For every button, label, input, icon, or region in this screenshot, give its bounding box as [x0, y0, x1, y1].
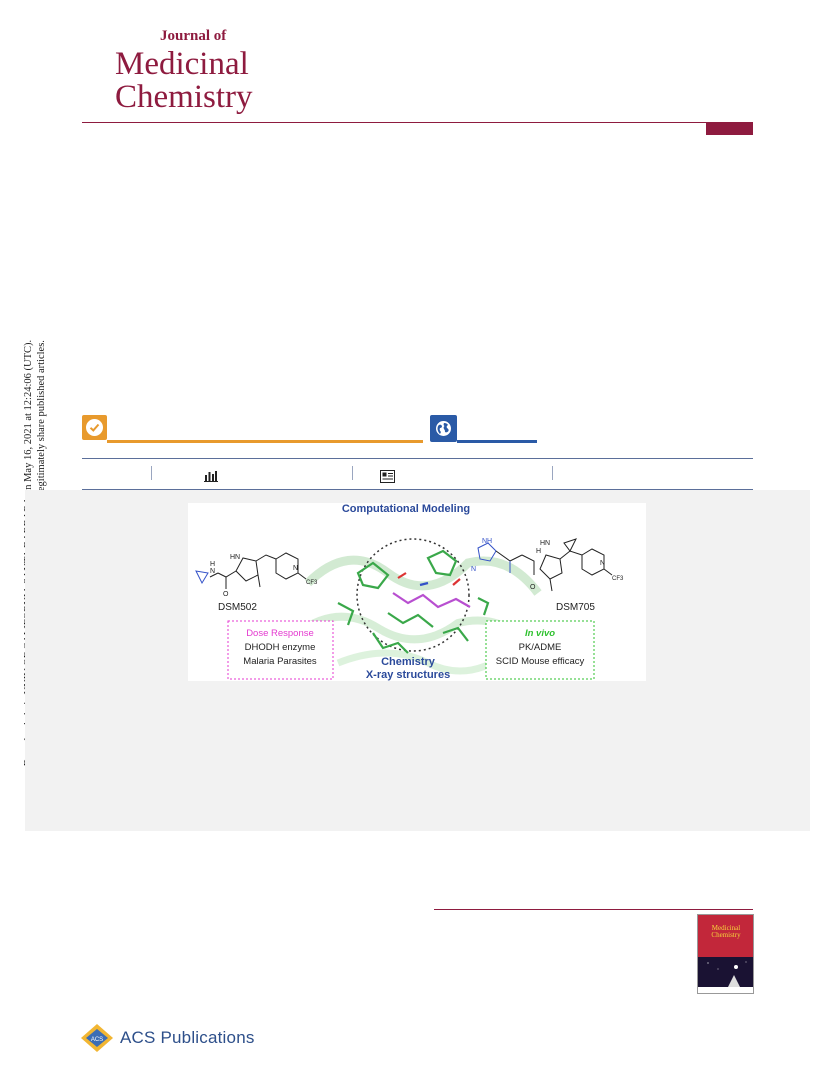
acs-publications-name: ACS Publications	[120, 1028, 255, 1047]
center-label-chemistry: Chemistry	[381, 656, 436, 668]
left-molecule	[195, 552, 307, 589]
n-pyr-left-label: N	[293, 565, 298, 572]
journal-cover-thumbnail[interactable]: Medicinal Chemistry	[697, 914, 754, 994]
toc-graphic: Computational Modeling HN H N O N CF3 DS…	[188, 503, 646, 681]
in-vivo-heading: In vivo	[525, 628, 555, 639]
hn-right-label: HN	[540, 540, 550, 547]
in-vivo-line2: SCID Mouse efficacy	[496, 656, 585, 667]
access-badge-underline	[107, 440, 423, 443]
right-compound-label: DSM705	[556, 602, 595, 613]
metrics-separator	[352, 466, 353, 480]
cover-footer	[698, 987, 753, 993]
footer-rule	[434, 909, 753, 910]
dose-response-line2: Malaria Parasites	[243, 656, 317, 667]
access-badge-check[interactable]	[82, 415, 107, 440]
header-rule	[82, 122, 753, 123]
ligand-sticks	[337, 549, 490, 654]
o-left-label: O	[223, 591, 229, 598]
cover-image	[698, 957, 753, 987]
journal-logo-line1: Journal of	[160, 28, 227, 44]
article-icon[interactable]	[380, 470, 395, 483]
metrics-separator	[151, 466, 152, 480]
header-corner-tab	[706, 123, 753, 135]
cover-title-line1: Medicinal	[711, 924, 741, 932]
acs-publications-logo[interactable]: ACS ACS Publications	[80, 1022, 255, 1054]
metrics-bar-top-rule	[82, 458, 753, 459]
bar-chart-icon[interactable]	[204, 470, 218, 482]
dose-response-heading: Dose Response	[246, 628, 314, 639]
left-compound-label: DSM502	[218, 602, 257, 613]
h-left-label: H	[210, 561, 215, 568]
n-pyr-right-label: N	[600, 560, 605, 567]
access-badge-globe[interactable]	[430, 415, 457, 442]
in-vivo-box	[485, 620, 595, 680]
cf3-right-label: CF3	[612, 576, 624, 582]
o-right-label: O	[530, 584, 536, 591]
metrics-bar-bottom-rule	[82, 489, 753, 490]
toc-title: Computational Modeling	[342, 503, 470, 515]
cf3-left-label: CF3	[306, 580, 318, 586]
n-triazole-label: N	[471, 566, 476, 573]
journal-logo-line2: Medicinal	[115, 46, 249, 82]
acs-hexagon-icon: ACS	[81, 1024, 113, 1052]
cover-title: Medicinal Chemistry	[706, 925, 746, 939]
h-right-label: H	[536, 548, 541, 555]
globe-icon	[436, 421, 451, 436]
n-left-label: N	[210, 568, 215, 575]
journal-logo-line3: Chemistry	[115, 79, 253, 115]
svg-text:ACS: ACS	[91, 1037, 103, 1043]
nh-triazole-label: NH	[482, 538, 492, 545]
center-label-xray: X-ray structures	[366, 669, 450, 681]
binding-site-circle	[356, 538, 470, 652]
dose-response-line1: DHODH enzyme	[245, 642, 316, 653]
in-vivo-line1: PK/ADME	[519, 642, 562, 653]
hn-left-label: HN	[230, 554, 240, 561]
check-icon	[86, 419, 103, 436]
metrics-separator	[552, 466, 553, 480]
access-badge-underline-2	[457, 440, 537, 443]
cover-title-line2: Chemistry	[711, 931, 741, 939]
right-molecule	[477, 538, 613, 592]
dose-response-box	[227, 620, 334, 680]
